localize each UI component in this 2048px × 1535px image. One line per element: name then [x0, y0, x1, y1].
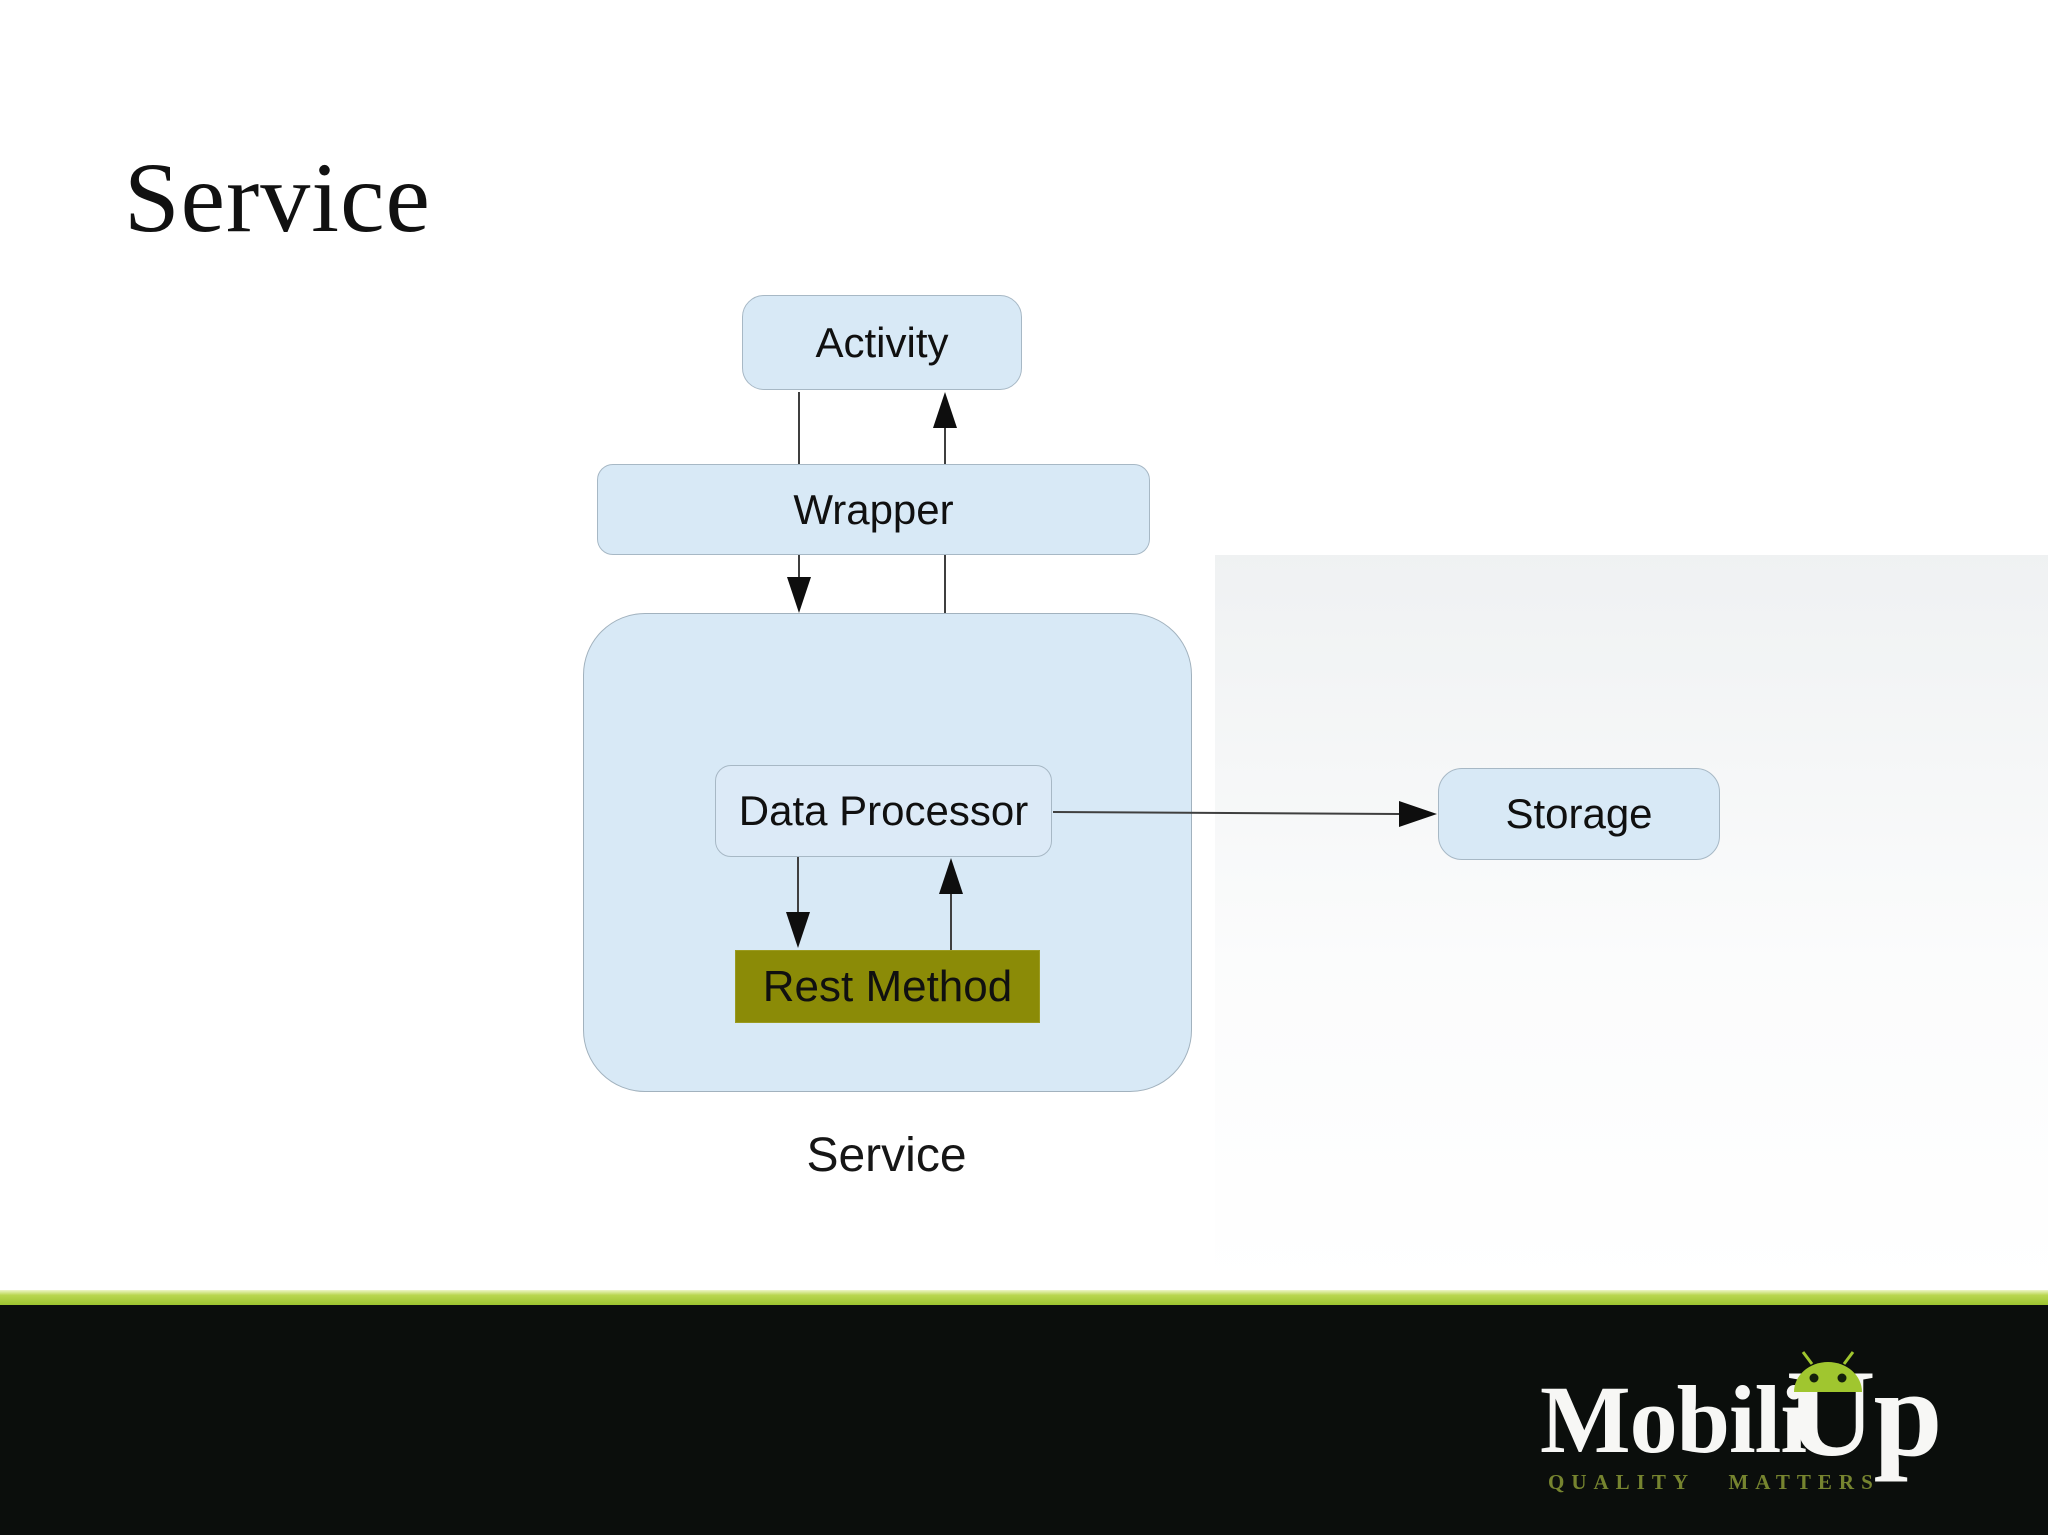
footer-band [0, 1305, 2048, 1535]
arrowhead-down-into-service [787, 577, 811, 613]
diagram-node-rest-method: Rest Method [735, 950, 1040, 1023]
rest-method-label: Rest Method [762, 961, 1013, 1011]
diagram-node-data-processor: Data Processor [715, 765, 1052, 857]
data-processor-label: Data Processor [738, 787, 1029, 834]
brand-tagline: QUALITY MATTERS [1548, 1470, 1880, 1494]
green-accent-bar [0, 1290, 2048, 1305]
wrapper-label: Wrapper [793, 485, 954, 533]
android-robot-icon [1794, 1351, 1862, 1392]
storage-label: Storage [1505, 790, 1653, 837]
activity-label: Activity [815, 318, 949, 366]
service-container-label: Service [806, 1129, 967, 1182]
arrowhead-up-into-activity [933, 392, 957, 428]
diagram-node-activity: Activity [742, 295, 1022, 390]
brand-mobili-text: Mobili [1540, 1366, 1807, 1473]
background-tint [1215, 555, 2048, 1293]
diagram-node-wrapper: Wrapper [597, 464, 1150, 555]
diagram-node-storage: Storage [1438, 768, 1720, 860]
arrowhead-right-into-storage [1399, 801, 1437, 827]
page-title: Service [124, 142, 431, 253]
